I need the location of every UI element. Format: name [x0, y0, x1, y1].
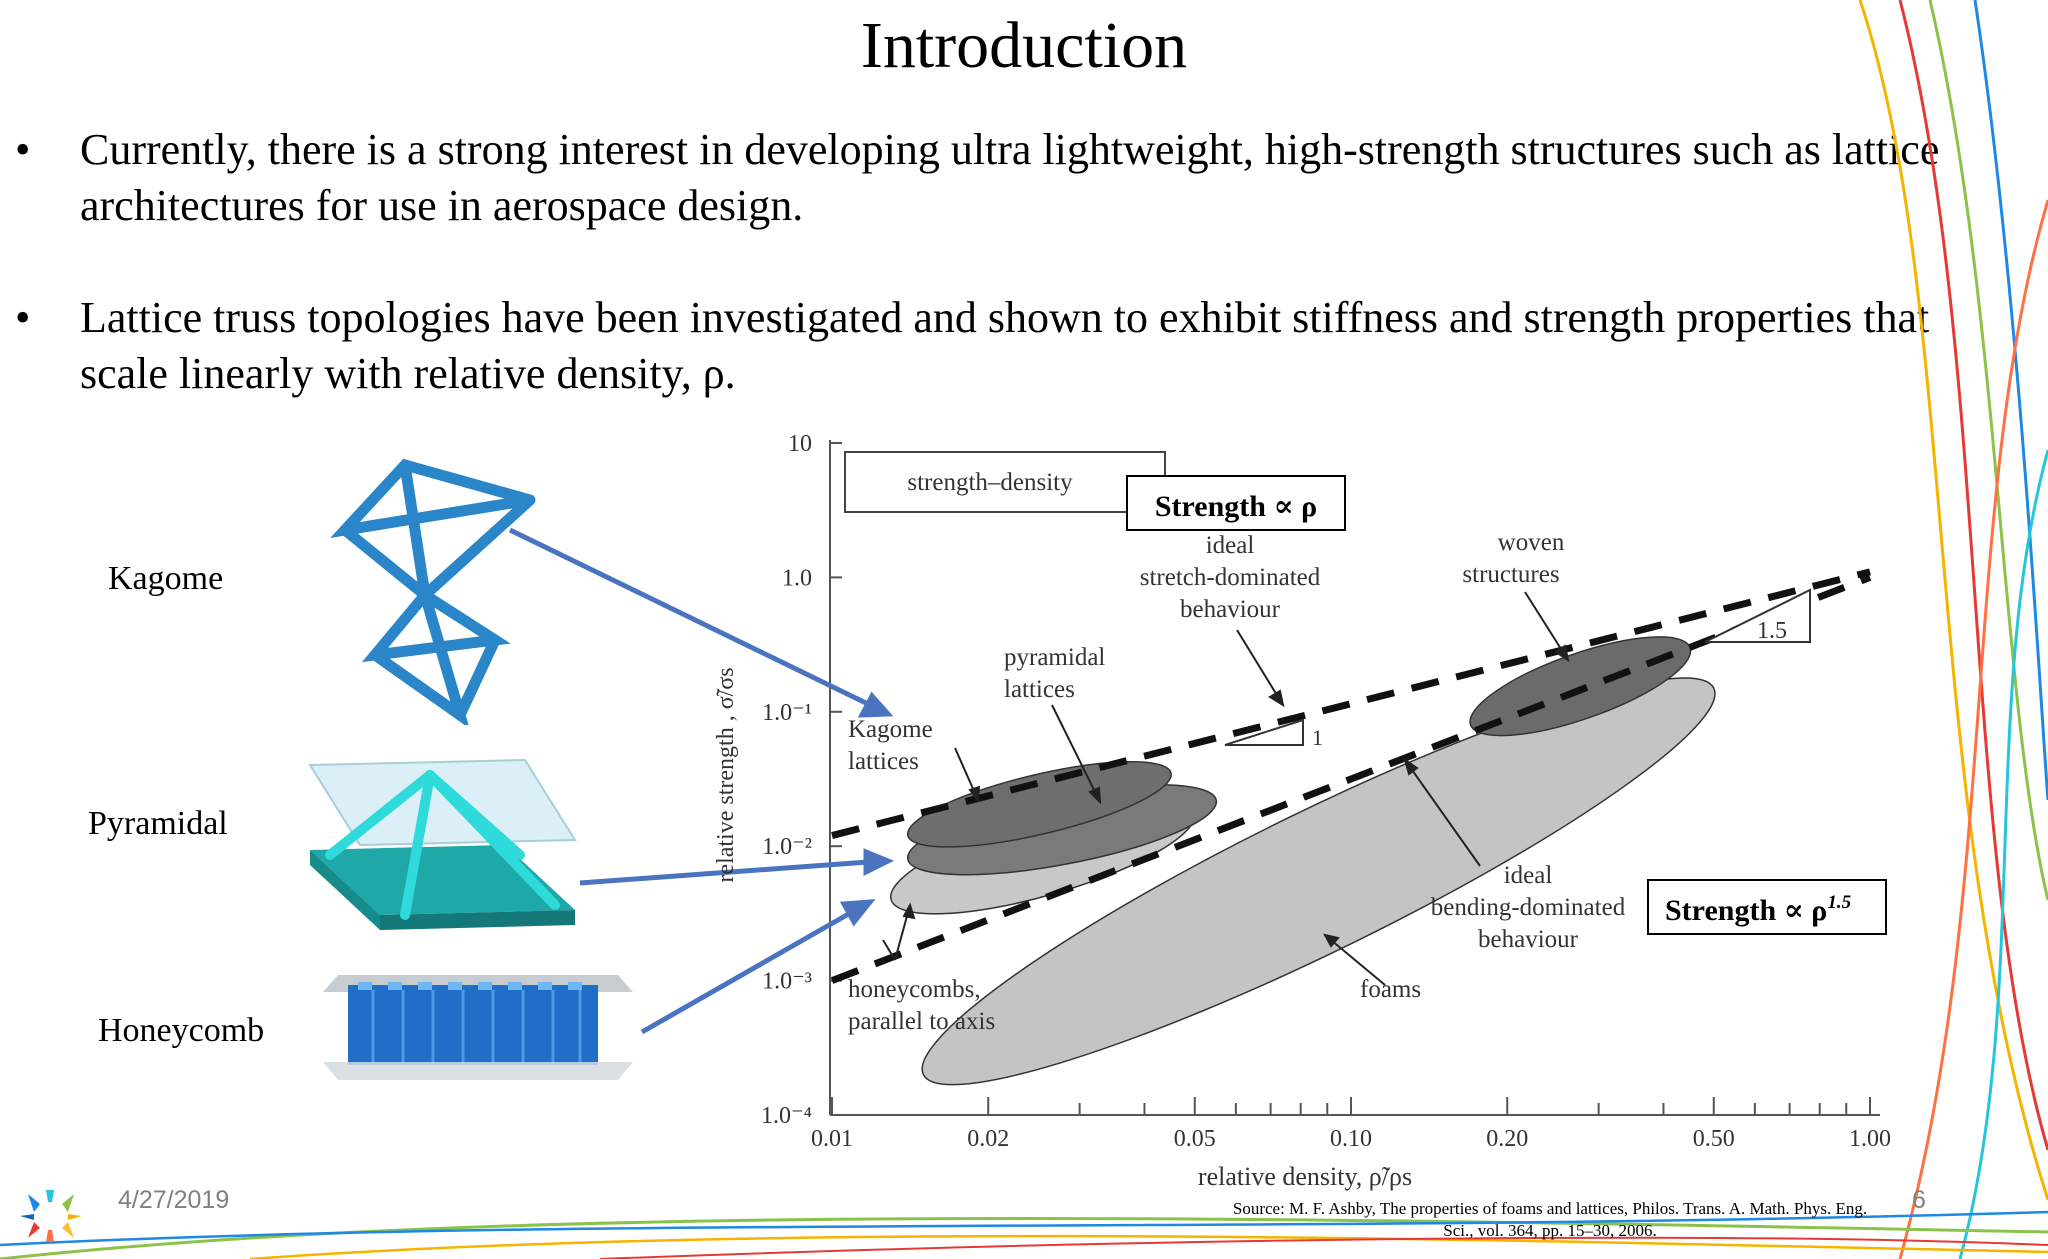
slope-triangle-15	[1704, 588, 1811, 643]
pyramidal-lattice-image	[308, 758, 577, 930]
bending-label-line-2: bending-dominated	[1431, 894, 1626, 921]
footer-date: 4/27/2019	[118, 1186, 230, 1214]
woven-label-line-2: structures	[1462, 561, 1559, 588]
slope-label-1: 1	[1312, 725, 1323, 750]
page-number: 6	[1912, 1186, 1926, 1214]
region-kagome	[906, 760, 1172, 848]
slide-title: Introduction	[860, 9, 1188, 82]
bending-label-line-1: ideal	[1504, 862, 1553, 889]
label-pyramidal: Pyramidal	[88, 805, 228, 842]
bullet-marker: •	[15, 293, 31, 342]
x-tick-label: 0.02	[967, 1126, 1009, 1152]
slope-triangle-1	[1224, 718, 1304, 746]
scaling-line-linear	[831, 568, 1871, 839]
stretch-label-line-3: behaviour	[1180, 596, 1281, 623]
pyramidal-label-line-1: pyramidal	[1004, 644, 1105, 671]
x-axis-label: relative density, ρ̃/ρs	[1198, 1162, 1412, 1191]
woven-label-line-1: woven	[1498, 529, 1565, 556]
slope-label-15: 1.5	[1757, 618, 1787, 644]
pyramidal-label-line-2: lattices	[1004, 676, 1075, 703]
y-tick-label: 1.0⁻⁴	[761, 1103, 812, 1129]
source-citation: Source: M. F. Ashby, The properties of f…	[1232, 1199, 1868, 1240]
honeycomb-label-line-2: parallel to axis	[848, 1008, 995, 1035]
region-foams	[921, 677, 1716, 1086]
stretch-label-line-1: ideal	[1206, 532, 1255, 559]
honeycomb-label-line-1: honeycombs,	[848, 976, 981, 1003]
scaling-line-power	[830, 574, 1872, 984]
x-tick-label: 0.01	[811, 1126, 853, 1152]
strength-power-label: Strength ∝ ρ1.5	[1665, 892, 1852, 927]
kagome-lattice-image	[330, 458, 536, 725]
honeycomb-lattice-image	[323, 975, 633, 1080]
y-tick-label: 1.0⁻³	[762, 969, 812, 995]
bullet-text: Lattice truss topologies have been inves…	[80, 293, 1930, 398]
strength-linear-label: Strength ∝ ρ	[1155, 490, 1317, 523]
label-kagome: Kagome	[108, 560, 224, 597]
y-tick-label: 1.0⁻¹	[762, 700, 812, 726]
bullet-text: Currently, there is a strong interest in…	[80, 125, 1940, 230]
kagome-label-line-2: lattices	[848, 748, 919, 775]
x-tick-label: 0.20	[1486, 1126, 1528, 1152]
strength-power-exponent: 1.5	[1827, 892, 1851, 913]
y-axis-label: relative strength , σ̃/σs	[713, 667, 739, 882]
x-tick-label: 0.05	[1174, 1126, 1216, 1152]
y-tick-label: 1.0	[782, 565, 812, 591]
y-tick-label: 10	[788, 431, 812, 457]
kagome-label-line-1: Kagome	[848, 716, 933, 743]
stretch-label-line-2: stretch-dominated	[1140, 564, 1321, 591]
y-tick-label: 1.0⁻²	[762, 834, 812, 860]
arrow-honeycomb	[640, 909, 854, 1035]
strength-power-box	[1647, 879, 1887, 935]
strength-power-base: Strength ∝ ρ	[1665, 894, 1827, 927]
strength-linear-box	[1126, 475, 1346, 531]
label-honeycomb: Honeycomb	[98, 1012, 265, 1049]
organization-logo	[20, 1190, 82, 1242]
foams-label: foams	[1360, 976, 1421, 1003]
bullet-marker: •	[15, 125, 31, 174]
x-tick-label: 0.50	[1693, 1126, 1735, 1152]
x-tick-label: 0.10	[1330, 1126, 1372, 1152]
arrow-kagome	[508, 527, 872, 708]
x-tick-label: 1.00	[1849, 1126, 1891, 1152]
arrow-pyramidal	[579, 859, 869, 886]
bending-label-line-3: behaviour	[1478, 926, 1579, 953]
chart-box-label: strength–density	[907, 469, 1073, 496]
